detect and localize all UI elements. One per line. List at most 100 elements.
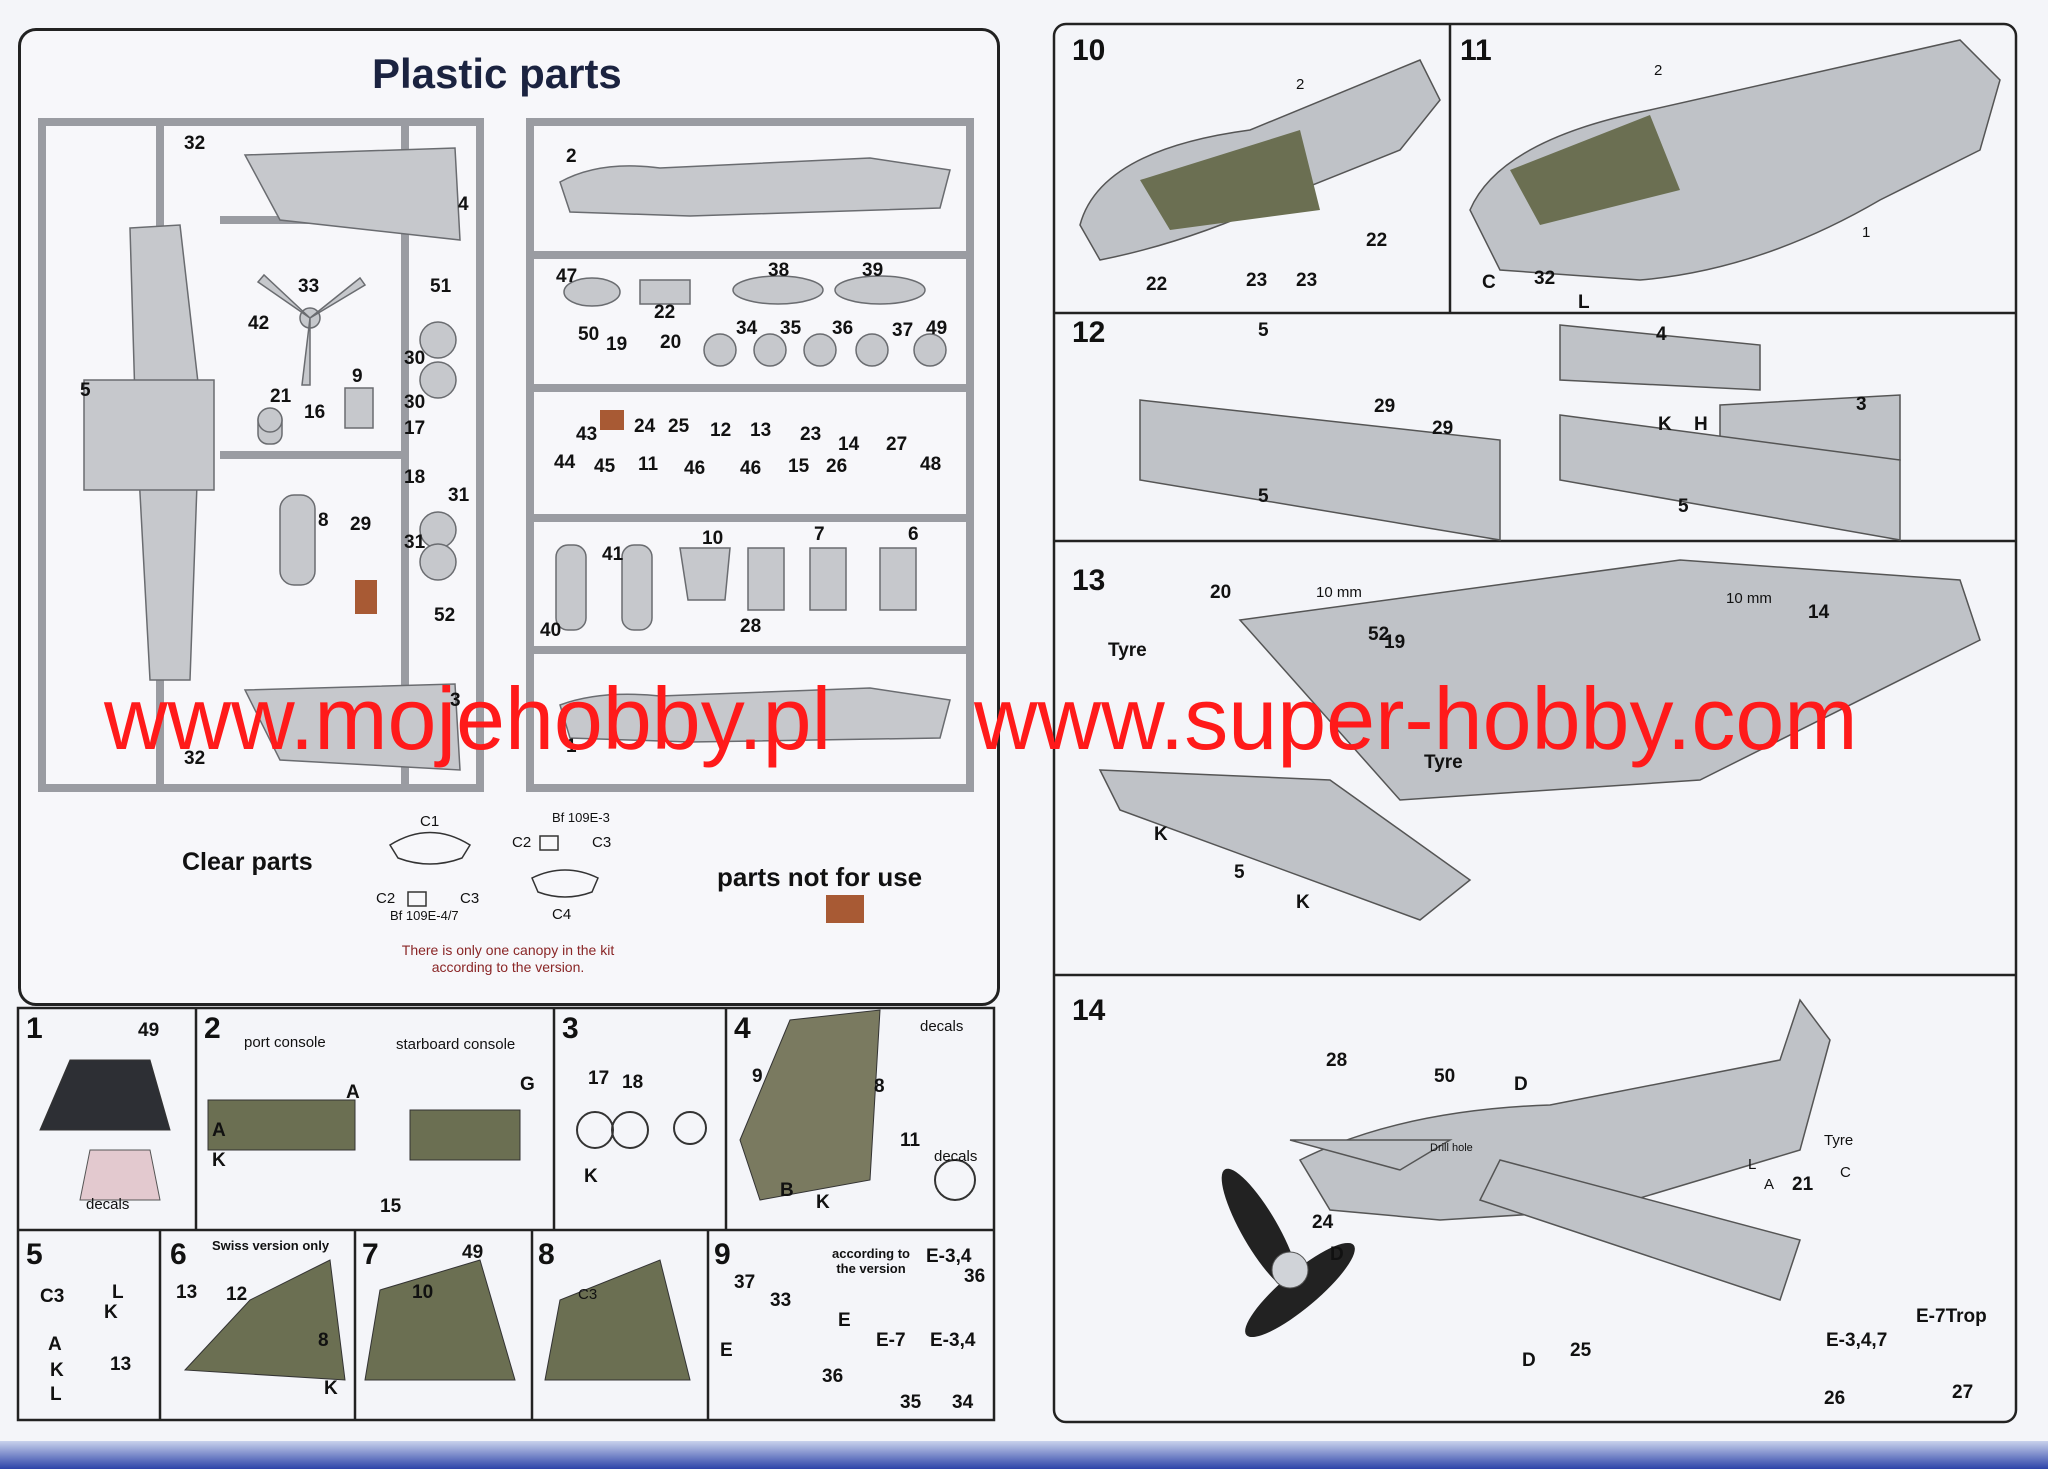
callout: decals <box>934 1148 978 1165</box>
callout: 5 <box>1234 862 1245 883</box>
part-number: 10 <box>702 528 724 549</box>
step12-wing-lower <box>1139 399 1501 541</box>
bottom-blue-band <box>0 1441 2048 1469</box>
callout: 13 <box>176 1282 198 1303</box>
propeller-drawing <box>1221 1168 1355 1338</box>
step-number: 13 <box>1072 564 1106 597</box>
part-number: 25 <box>668 416 690 437</box>
part-not-for-use-mark-2 <box>600 410 624 430</box>
callout: 10 mm <box>1726 590 1772 607</box>
callout: port console <box>244 1034 326 1051</box>
callout: K <box>212 1150 226 1171</box>
callout: E-7Trop <box>1916 1306 1987 1327</box>
callout: 21 <box>1792 1174 1814 1195</box>
part-number: 21 <box>270 386 292 407</box>
sprue-parts-left <box>83 147 461 771</box>
part-number: 49 <box>926 318 948 339</box>
part-number: 36 <box>832 318 854 339</box>
callout: 25 <box>1570 1340 1592 1361</box>
part-number: 44 <box>554 452 576 473</box>
callout: L <box>1748 1156 1757 1173</box>
part-wing-upper-right <box>243 683 461 771</box>
drill-hole-label: Drill hole <box>1430 1142 1473 1154</box>
callout: decals <box>86 1196 130 1213</box>
legend-not-for-use-swatch <box>826 895 864 923</box>
step-number: 11 <box>1460 34 1492 67</box>
part-number: 9 <box>352 366 363 387</box>
callout: C <box>1840 1164 1851 1181</box>
callout: 32 <box>1534 268 1556 289</box>
step-number: 1 <box>26 1012 43 1045</box>
bottom-step-drawings <box>39 1009 881 1381</box>
part-number: 46 <box>740 458 762 479</box>
part-number: 48 <box>920 454 942 475</box>
callout: E <box>838 1310 851 1331</box>
sprue-parts-right <box>555 157 951 743</box>
callout: decals <box>920 1018 964 1035</box>
callout: 1 <box>1862 224 1871 241</box>
callout: K <box>1154 824 1168 845</box>
part-number: 30 <box>404 392 426 413</box>
part-number: 19 <box>606 334 628 355</box>
callout: H <box>1694 414 1708 435</box>
part-number: 6 <box>908 524 919 545</box>
step13-wing <box>1098 769 1472 921</box>
step-number: 2 <box>204 1012 221 1045</box>
callout: 36 <box>964 1266 986 1287</box>
callout: K <box>584 1166 598 1187</box>
step-number: 12 <box>1072 316 1106 349</box>
part-number: 8 <box>318 510 329 531</box>
callout: D <box>1330 1244 1344 1265</box>
callout: 17 <box>588 1068 610 1089</box>
callout: 20 <box>1210 582 1232 603</box>
callout: 50 <box>1434 1066 1456 1087</box>
callout: K <box>324 1378 338 1399</box>
part-number: 4 <box>458 194 469 215</box>
callout: Tyre <box>1824 1132 1854 1149</box>
part-not-for-use-mark <box>355 580 377 614</box>
part-wing-upper <box>243 147 461 241</box>
part-number: 52 <box>434 605 456 626</box>
step-number: 3 <box>562 1012 579 1045</box>
part-number: 20 <box>660 332 682 353</box>
callout: D <box>1514 1074 1528 1095</box>
callout: 5 <box>1678 496 1689 517</box>
clear-part-label: C1 <box>420 813 440 830</box>
part-number: 50 <box>578 324 600 345</box>
part-number: 38 <box>768 260 790 281</box>
step-number: 4 <box>734 1012 751 1045</box>
callout: 12 <box>226 1284 248 1305</box>
sprue-frame-right <box>526 118 974 792</box>
callout: Swiss version only <box>212 1238 330 1253</box>
part-number: 22 <box>654 302 676 323</box>
callout: E-3,4,7 <box>1826 1330 1888 1351</box>
part-number: 13 <box>750 420 772 441</box>
callout: E <box>720 1340 733 1361</box>
callout: 10 mm <box>1316 584 1362 601</box>
clear-part-label: Bf 109E-4/7 <box>390 908 459 923</box>
callout: 4 <box>1656 324 1667 345</box>
callout: 34 <box>952 1392 974 1413</box>
part-number: 45 <box>594 456 616 477</box>
callout: 29 <box>1374 396 1396 417</box>
callout: Tyre <box>1424 752 1463 773</box>
part-number: 47 <box>556 266 578 287</box>
part-number: 16 <box>304 402 326 423</box>
sprue-frame-left <box>38 118 484 792</box>
part-number: 17 <box>404 418 426 439</box>
callout: 10 <box>412 1282 434 1303</box>
part-number: 1 <box>566 736 577 757</box>
clear-parts-drawing <box>388 831 599 907</box>
callout: 8 <box>318 1330 329 1351</box>
step-number: 8 <box>538 1238 555 1271</box>
callout: 33 <box>770 1290 792 1311</box>
part-number: 40 <box>540 620 562 641</box>
part-number: 29 <box>350 514 372 535</box>
callout: 52 <box>1368 624 1390 645</box>
part-number: 31 <box>448 485 470 506</box>
part-number: 28 <box>740 616 762 637</box>
part-number: 5 <box>80 380 91 401</box>
callout: 26 <box>1824 1388 1846 1409</box>
callout: starboard console <box>396 1036 516 1053</box>
step-number: 10 <box>1072 34 1106 67</box>
